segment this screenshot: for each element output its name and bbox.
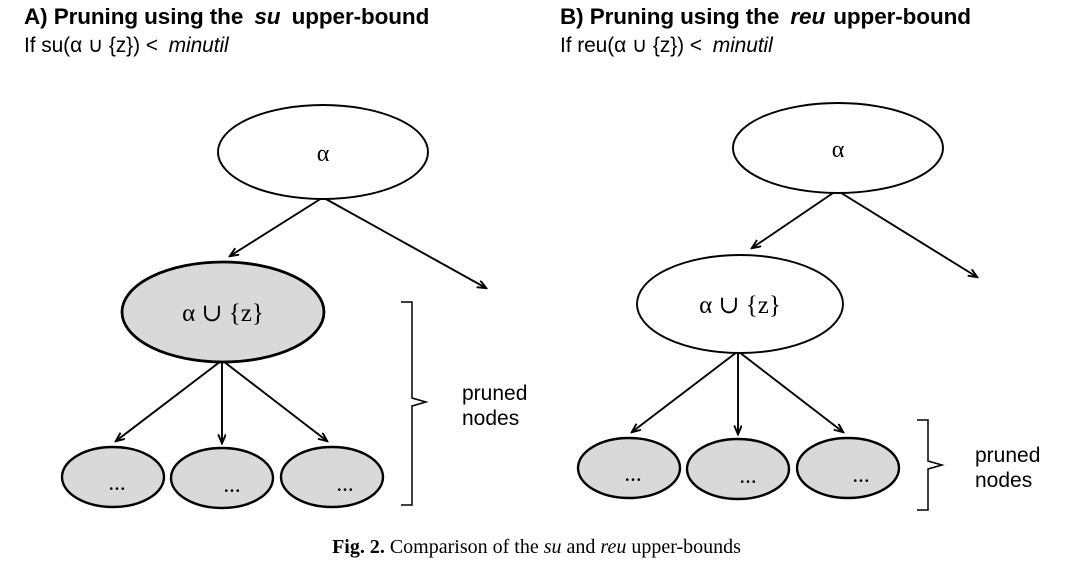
panel-b-bracket-label-line1: pruned [975,444,1041,467]
node-b-middle-label: α ∪ {z} [699,292,781,319]
panel-b-heading-suffix: upper-bound [833,4,971,29]
node-a-leaf-2-label: ... [223,472,240,497]
panel-a-tree: α α ∪ {z} ... ... ... [60,104,486,510]
panel-a-bracket-label: pruned nodes [462,381,527,431]
node-b-root [732,102,944,194]
edge-b-middle-to-leaf-3 [738,351,843,432]
node-a-leaf-3 [279,445,385,509]
panel-b-condition-emphasis: minutil [712,34,773,57]
panel-a-condition-emphasis: minutil [168,34,229,57]
node-a-middle-label: α ∪ {z} [182,300,264,327]
node-a-root [217,104,429,200]
node-b-leaf-3-label: ... [852,462,869,487]
edge-a-root-to-middle [230,197,323,256]
node-a-middle [120,260,326,364]
node-a-leaf-1-label: ... [108,470,125,495]
node-a-leaf-1 [60,445,166,509]
panel-a-condition-prefix: If su(α ∪ {z}) < [24,34,158,57]
panel-b-tree: α α ∪ {z} ... ... ... [576,102,977,511]
figure-caption-text-3: upper-bounds [631,536,741,558]
panel-b-condition-prefix: If reu(α ∪ {z}) < [560,34,702,57]
node-a-leaf-2 [169,446,275,510]
figure-caption: Fig. 2. Comparison of the su and reu upp… [0,536,1073,559]
panel-a-bracket-label-line2: nodes [462,407,520,430]
panel-b-bracket-label-line2: nodes [975,469,1033,492]
panel-b-heading-prefix: B) Pruning using the [560,4,780,29]
figure-caption-text-1: Comparison of the [389,536,539,558]
node-b-leaf-1-label: ... [624,461,641,486]
bracket-b-pruned [917,419,945,511]
edge-a-middle-to-leaf-3 [222,360,327,441]
figure-caption-number: Fig. 2. [332,536,385,558]
panel-a-heading-emphasis: su [254,4,281,29]
panel-b-heading-emphasis: reu [790,4,826,29]
edge-b-middle-to-leaf-1 [632,351,738,432]
node-a-leaf-3-label: ... [336,471,353,496]
node-b-leaf-1 [576,436,682,500]
panel-a-heading-suffix: upper-bound [291,4,430,29]
node-b-leaf-3 [795,436,901,500]
bracket-a-pruned [401,301,429,506]
panel-b-heading: B) Pruning using the reu upper-bound [560,4,971,30]
node-a-root-label: α [317,141,330,167]
figure-caption-text-2: and [566,536,596,558]
panel-a-heading: A) Pruning using the su upper-bound [24,4,429,30]
edge-b-root-to-middle [752,190,837,248]
panel-a-heading-prefix: A) Pruning using the [24,4,244,29]
panel-a-bracket-label-line1: pruned [462,382,528,405]
node-b-leaf-2 [685,437,791,501]
panel-b-condition: If reu(α ∪ {z}) < minutil [560,33,773,58]
figure-caption-emphasis-reu: reu [600,536,627,558]
node-b-leaf-2-label: ... [739,463,756,488]
panel-b-bracket-label: pruned nodes [975,443,1040,493]
edge-a-root-to-sibling [323,197,486,288]
node-b-root-label: α [832,137,845,163]
edge-a-middle-to-leaf-1 [116,360,222,441]
panel-a-condition: If su(α ∪ {z}) < minutil [24,33,229,58]
figure-caption-emphasis-su: su [543,536,562,558]
edge-b-root-to-sibling [837,190,977,277]
node-b-middle [636,254,844,354]
